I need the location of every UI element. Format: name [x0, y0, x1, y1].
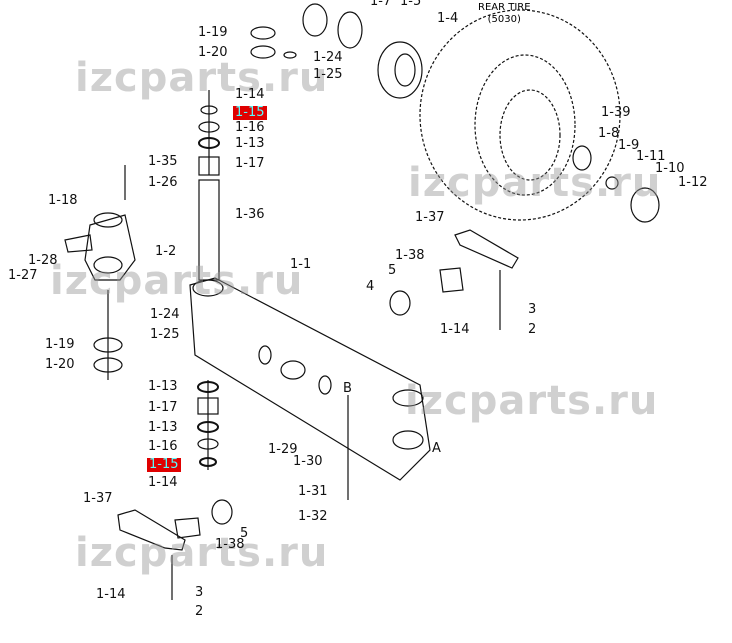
part-label[interactable]: 1-30	[293, 454, 323, 469]
part-label[interactable]: 1-13	[148, 420, 178, 435]
watermark: izcparts.ru	[405, 378, 659, 424]
part-label[interactable]: 1-25	[313, 67, 343, 82]
part-label[interactable]: 1-38	[215, 537, 245, 552]
part-label[interactable]: 1-26	[148, 175, 178, 190]
part-label[interactable]: 1-31	[298, 484, 328, 499]
part-label[interactable]: 5	[240, 526, 249, 541]
part-label[interactable]: 1-24	[150, 307, 180, 322]
part-label[interactable]: 1-37	[83, 491, 113, 506]
part-label[interactable]: 1-1	[290, 257, 312, 272]
part-label[interactable]: 1-11	[636, 149, 666, 164]
part-label[interactable]: 1-27	[8, 268, 38, 283]
part-label[interactable]: 1-36	[235, 207, 265, 222]
tire-name: REAR TIRE	[478, 2, 531, 13]
part-label[interactable]: 1-28	[28, 253, 58, 268]
part-label[interactable]: 1-9	[618, 138, 640, 153]
part-label[interactable]: 1-16	[235, 120, 265, 135]
part-label[interactable]: 1-7	[370, 0, 392, 9]
part-label[interactable]: 1-17	[235, 156, 265, 171]
view-marker-b: B	[343, 381, 352, 396]
part-label[interactable]: 1-37	[415, 210, 445, 225]
part-label[interactable]: 3	[528, 302, 537, 317]
wheel-hub	[302, 3, 423, 99]
tire-label: REAR TIRE (5030)	[478, 2, 531, 26]
part-label[interactable]: 1-32	[298, 509, 328, 524]
part-label[interactable]: 1-13	[235, 136, 265, 151]
part-label[interactable]: 1-8	[598, 126, 620, 141]
part-label[interactable]: 1-10	[655, 161, 685, 176]
part-label[interactable]: 1-17	[148, 400, 178, 415]
part-label[interactable]: 2	[528, 322, 537, 337]
part-label[interactable]: 1-5	[400, 0, 422, 9]
part-label[interactable]: 1-14	[96, 587, 126, 602]
part-label[interactable]: 1-14	[440, 322, 470, 337]
watermark: izcparts.ru	[75, 530, 329, 576]
brackets	[117, 145, 660, 600]
part-label[interactable]: 1-24	[313, 50, 343, 65]
part-label[interactable]: 1-18	[48, 193, 78, 208]
part-label[interactable]: 4	[366, 279, 375, 294]
part-label[interactable]: 1-25	[150, 327, 180, 342]
part-label[interactable]: 1-19	[198, 25, 228, 40]
part-label[interactable]: 1-35	[148, 154, 178, 169]
part-label[interactable]: 1-19	[45, 337, 75, 352]
tire-size: (5030)	[487, 14, 521, 25]
part-label[interactable]: 1-29	[268, 442, 298, 457]
steering-knuckle	[64, 165, 136, 380]
view-marker-a: A	[432, 441, 441, 456]
watermark: izcparts.ru	[408, 160, 662, 206]
axle-beam	[189, 277, 431, 481]
rear-tire	[419, 9, 621, 221]
watermark: izcparts.ru	[75, 55, 329, 101]
part-label[interactable]: 1-20	[45, 357, 75, 372]
part-label[interactable]: 1-14	[235, 87, 265, 102]
part-label[interactable]: 5	[388, 263, 397, 278]
part-label[interactable]: 1-12	[678, 175, 708, 190]
watermark: izcparts.ru	[50, 258, 304, 304]
part-label[interactable]: 1-4	[437, 11, 459, 26]
part-label[interactable]: 1-20	[198, 45, 228, 60]
part-label[interactable]: 2	[195, 604, 204, 619]
part-label[interactable]: 1-2	[155, 244, 177, 259]
part-label-highlighted[interactable]: 1-15	[147, 457, 181, 472]
part-label[interactable]: 1-16	[148, 439, 178, 454]
part-label-highlighted[interactable]: 1-15	[233, 105, 267, 120]
part-label[interactable]: 3	[195, 585, 204, 600]
part-label[interactable]: 1-14	[148, 475, 178, 490]
part-label[interactable]: 1-39	[601, 105, 631, 120]
part-label[interactable]: 1-13	[148, 379, 178, 394]
part-label[interactable]: 1-38	[395, 248, 425, 263]
